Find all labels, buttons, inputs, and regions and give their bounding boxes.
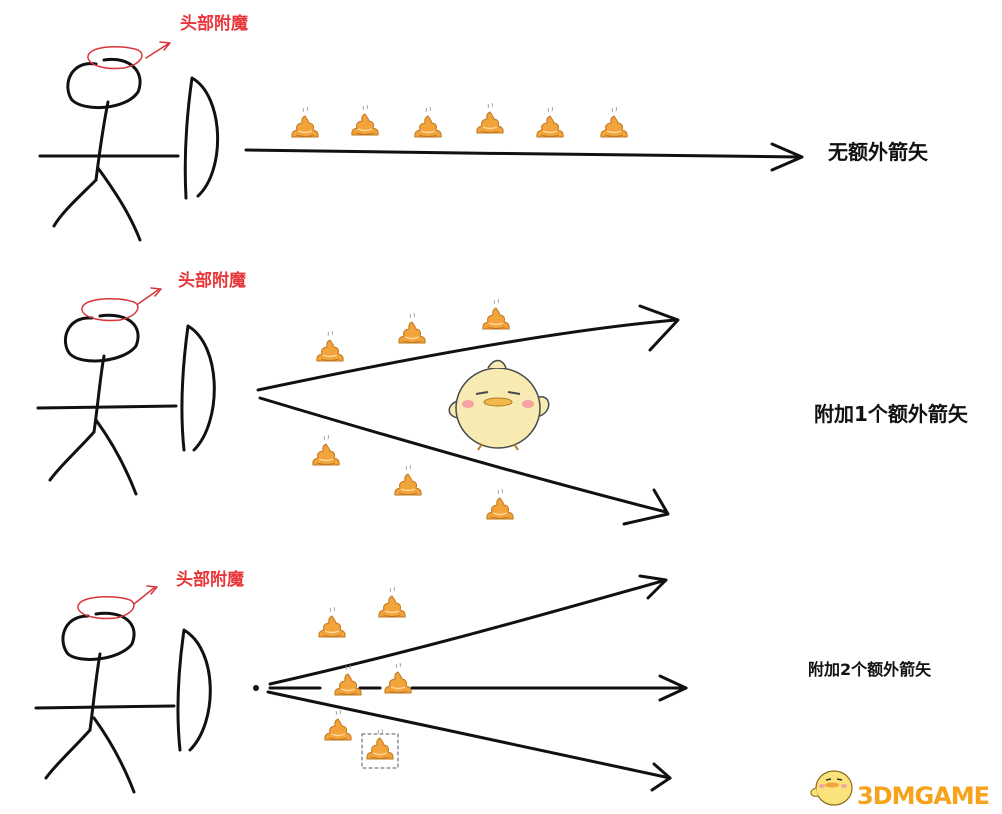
head [63,313,140,363]
arrow-shaft-upper [256,318,678,392]
poop-icon [600,106,628,138]
bow [183,76,220,200]
poop-icon [384,662,412,694]
chick-icon [448,359,550,451]
arrow-head-upper [638,574,668,600]
caption-no-extra: 无额外箭矢 [828,140,928,164]
halo-pointer [133,585,158,605]
poop-icon [351,104,379,136]
watermark-text: 3DMGAME [857,782,990,810]
panel-1 [38,41,804,242]
chick-logo-icon [810,770,853,806]
poop-icon [324,709,352,741]
panel-3 [34,574,688,794]
caption-one-extra: 附加1个额外箭矢 [814,402,968,426]
left-leg [52,178,98,228]
arrow-head-lower [650,762,672,792]
poop-icon [291,106,319,138]
arrow-head-lower [622,488,670,526]
poop-icon [414,106,442,138]
launch-point [253,685,259,691]
halo [87,45,143,70]
panel-2 [36,287,680,526]
projectiles [291,102,628,760]
poop-icon [482,298,510,330]
poop-icon [312,434,340,466]
arrow-shaft-lower [266,690,672,780]
halo [81,297,139,322]
poop-icon [318,606,346,638]
bow [176,628,212,752]
poop-icon [536,106,564,138]
head [66,57,142,110]
poop-icon [316,330,344,362]
enchant-label-3: 头部附魔 [176,570,244,590]
bow [180,324,216,452]
enchant-label-1: 头部附魔 [180,14,248,34]
body [92,354,106,434]
poop-icon [398,312,426,344]
right-leg [94,418,138,496]
arrow-shaft [244,148,802,159]
enchant-label-2: 头部附魔 [178,271,246,291]
arrow-head [770,142,804,172]
head [61,611,136,661]
arm [36,404,178,410]
selection-box [361,733,399,769]
left-leg [44,728,92,780]
poop-icon [486,488,514,520]
arrow-shaft-upper [268,578,668,686]
poop-icon [378,586,406,618]
right-leg [96,166,142,242]
arrow-shaft-lower [258,396,668,514]
poop-icon [394,464,422,496]
arrow-head-upper [638,304,680,352]
left-leg [48,430,96,482]
body [88,652,102,732]
stick-figure [36,287,216,496]
body [94,100,110,182]
stick-figure [38,41,220,242]
halo-pointer [137,287,162,305]
poop-icon [334,664,362,696]
poop-icon [476,102,504,134]
arrow-head-middle [658,674,688,702]
halo-pointer [145,41,171,59]
caption-two-extra: 附加2个额外箭矢 [808,660,932,679]
right-leg [92,716,136,794]
halo [77,595,135,620]
stick-figure [34,585,212,794]
arm [34,704,176,710]
